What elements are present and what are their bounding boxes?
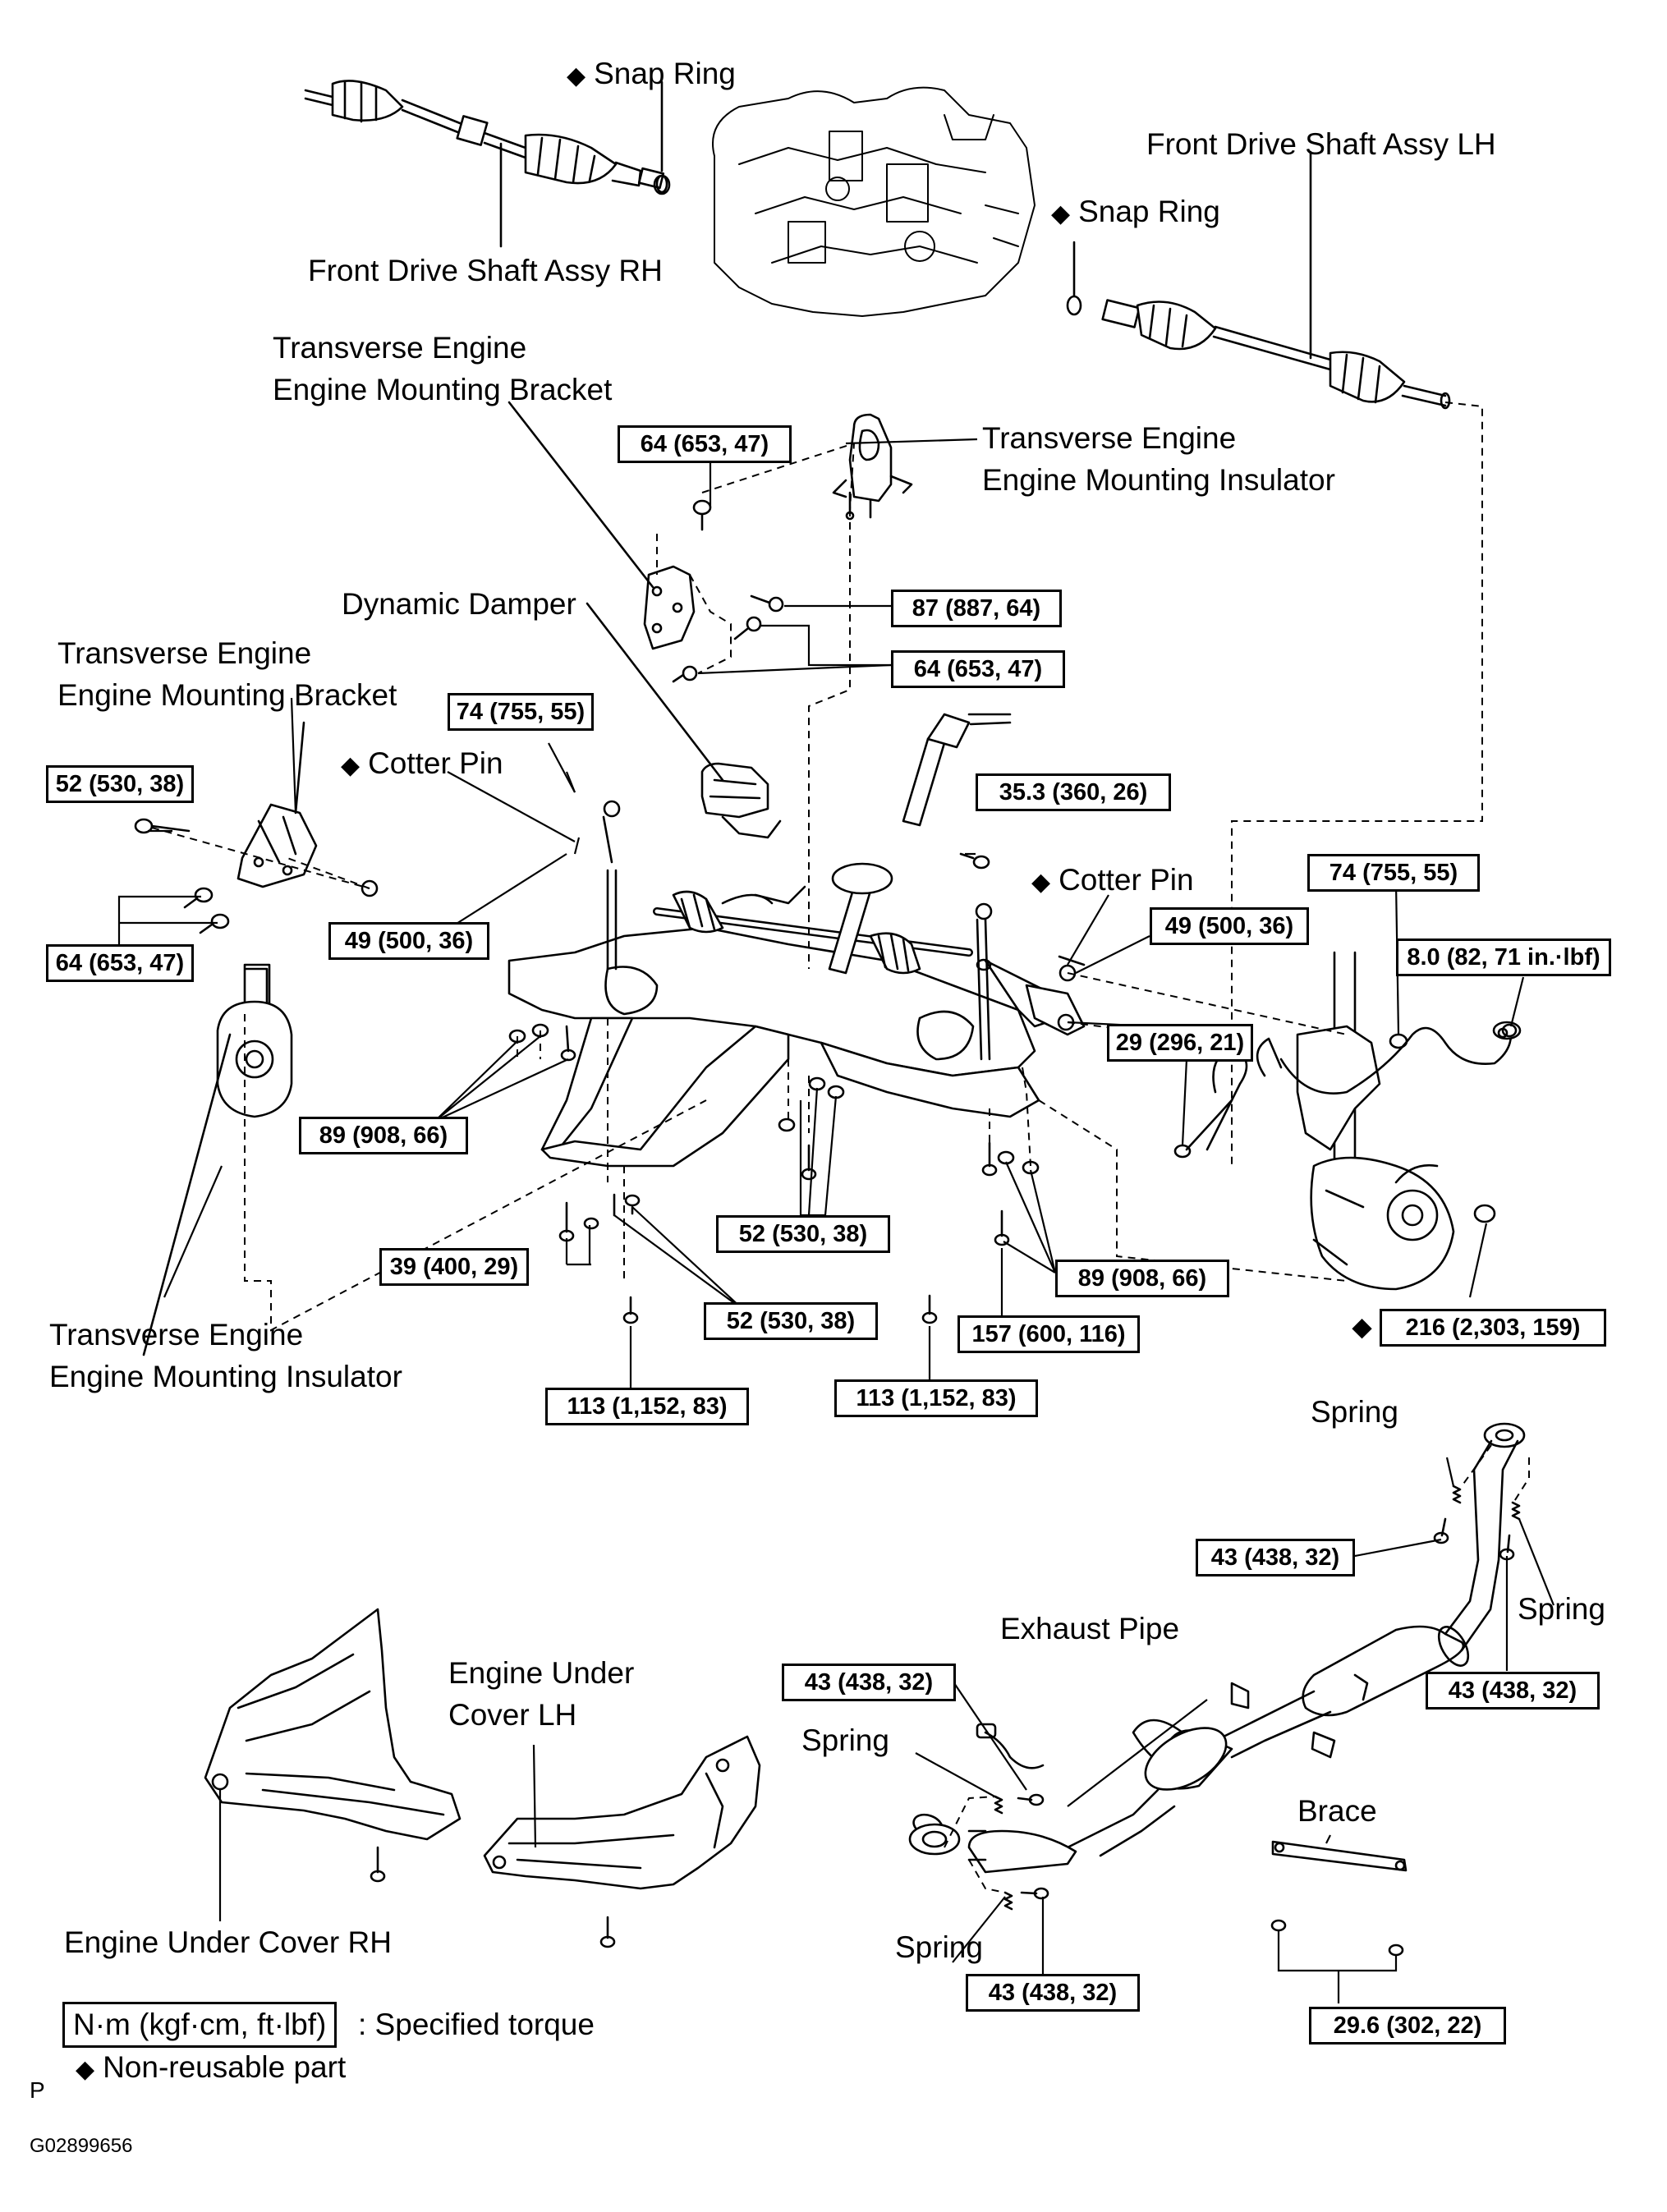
upper-bracket-label-line2: Engine Mounting Bracket (273, 373, 613, 406)
drive-shaft-rh-label: Front Drive Shaft Assy RH (308, 254, 663, 287)
spring-left-label: Spring (801, 1723, 889, 1757)
under-cover-rh-label: Engine Under Cover RH (64, 1925, 392, 1959)
spring-top-label: Spring (1311, 1395, 1398, 1429)
left-insulator-drawing (142, 963, 293, 1356)
spring-bottom-label: Spring (895, 1930, 983, 1964)
non-reusable-marker: ◆ (1352, 1314, 1372, 1341)
under-cover-lh-drawing (483, 1735, 761, 1948)
torque-spec-box: 113 (1,152, 83) (545, 1388, 749, 1425)
torque-spec-box: 113 (1,152, 83) (834, 1379, 1038, 1417)
torque-spec-box: 89 (908, 66) (1055, 1260, 1229, 1297)
torque-spec-box: 74 (755, 55) (1307, 854, 1480, 892)
torque-spec-box: 52 (530, 38) (704, 1302, 878, 1340)
dynamic-damper-label: Dynamic Damper (342, 587, 576, 621)
torque-spec-box: 39 (400, 29) (379, 1248, 529, 1286)
torque-spec-box: 29.6 (302, 22) (1309, 2007, 1506, 2044)
brace-drawing (1270, 1840, 1408, 1957)
torque-spec-box: 52 (530, 38) (716, 1215, 890, 1253)
upper-mount-bolts (672, 499, 784, 683)
torque-spec-box: 87 (887, 64) (891, 590, 1062, 627)
under-cover-lh-label-line1: Engine Under (448, 1656, 635, 1690)
brace-label: Brace (1297, 1794, 1377, 1828)
figure-id: G02899656 (30, 2135, 133, 2157)
under-cover-lh-label-line2: Cover LH (448, 1698, 577, 1732)
transaxle-drawing (712, 86, 1036, 317)
spring-right-label: Spring (1518, 1592, 1605, 1626)
exhaust-pipe-drawing (908, 1422, 1526, 1911)
non-reusable-marker: ◆ (76, 2056, 95, 2083)
legend-unit-text: : Specified torque (358, 2008, 595, 2041)
drive-shaft-lh-drawing (1066, 150, 1451, 410)
torque-spec-box: 157 (600, 116) (957, 1315, 1140, 1353)
knuckle-hub-drawing (1025, 951, 1522, 1291)
torque-spec-box: 74 (755, 55) (448, 693, 594, 731)
left-bracket-label-line1: Transverse Engine (57, 636, 312, 670)
left-bracket-label-line2: Engine Mounting Bracket (57, 678, 397, 712)
non-reusable-marker: ◆ (341, 752, 360, 779)
torque-spec-box: 64 (653, 47) (46, 944, 194, 982)
torque-spec-box: 49 (500, 36) (328, 922, 489, 960)
non-reusable-marker: ◆ (567, 62, 586, 89)
drive-shaft-lh-label: Front Drive Shaft Assy LH (1146, 127, 1496, 161)
upper-mount-drawing (507, 401, 913, 650)
torque-spec-box: 52 (530, 38) (46, 765, 194, 803)
torque-spec-box: 43 (438, 32) (782, 1664, 956, 1701)
torque-spec-box: 49 (500, 36) (1150, 907, 1309, 945)
snap-ring-rh-label: ◆Snap Ring (567, 57, 736, 90)
exhaust-pipe-label: Exhaust Pipe (1000, 1612, 1180, 1645)
upper-bracket-label-line1: Transverse Engine (273, 331, 527, 365)
left-bracket-drawing (134, 721, 379, 934)
torque-spec-box: 8.0 (82, 71 in.·lbf) (1396, 938, 1611, 976)
lower-insulator-label-line1: Transverse Engine (49, 1318, 304, 1352)
snap-ring-lh-label: ◆Snap Ring (1051, 195, 1220, 228)
torque-spec-box-nonreusable: ◆216 (2,303, 159) (1352, 1309, 1606, 1347)
torque-spec-box: 35.3 (360, 26) (976, 773, 1171, 811)
cotter-pin-right-label: ◆Cotter Pin (1031, 863, 1194, 897)
upper-insulator-label-line2: Engine Mounting Insulator (982, 463, 1335, 497)
footer-code-letter: P (30, 2077, 45, 2103)
torque-spec-box: 43 (438, 32) (1426, 1672, 1600, 1709)
under-cover-rh-drawing (204, 1608, 462, 1883)
torque-spec-box: 89 (908, 66) (299, 1117, 468, 1154)
non-reusable-marker: ◆ (1051, 200, 1071, 227)
drive-shaft-rh-drawing (304, 80, 671, 248)
lower-insulator-label-line2: Engine Mounting Insulator (49, 1360, 402, 1393)
dynamic-damper-drawing (586, 602, 782, 839)
torque-spec-box: 64 (653, 47) (891, 650, 1065, 688)
upper-insulator-label-line1: Transverse Engine (982, 421, 1237, 455)
torque-spec-box: 43 (438, 32) (966, 1974, 1140, 2012)
torque-spec-box: 29 (296, 21) (1107, 1024, 1253, 1062)
torque-spec-box: 64 (653, 47) (618, 425, 792, 463)
cotter-pin-left-label: ◆Cotter Pin (341, 746, 503, 780)
torque-spec-box: 43 (438, 32) (1196, 1539, 1355, 1576)
legend-diamond-row: ◆Non-reusable part (76, 2050, 347, 2084)
non-reusable-marker: ◆ (1031, 869, 1051, 896)
legend-unit-box: N·m (kgf·cm, ft·lbf) (62, 2002, 338, 2048)
